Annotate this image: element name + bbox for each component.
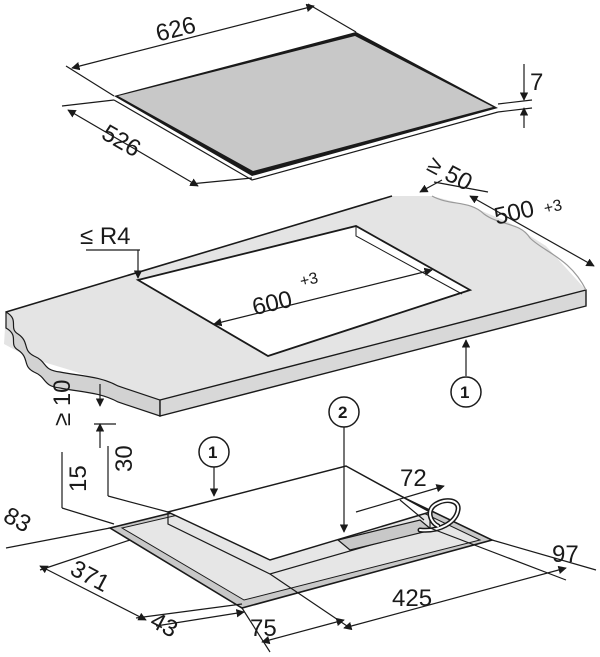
label-626: 626 <box>153 12 198 48</box>
dim-425: 425 <box>343 565 567 631</box>
dim-97: 97 <box>429 527 597 581</box>
label-526: 526 <box>97 119 145 162</box>
label-83: 83 <box>0 502 35 538</box>
callout-2-label: 2 <box>338 403 347 422</box>
label-75: 75 <box>250 615 277 642</box>
label-30: 30 <box>111 445 138 472</box>
dim-front-distance: ≥ 10 <box>49 379 116 448</box>
label-ge10: ≥ 10 <box>49 379 76 426</box>
dim-72: 72 <box>355 465 445 521</box>
dim-83: 83 <box>0 502 131 571</box>
label-500: 500 <box>492 195 537 230</box>
callout-1-underside: 1 <box>198 436 230 497</box>
dim-wall-distance: ≥ 50 <box>419 151 489 197</box>
callout-2-terminal: 2 <box>328 396 360 533</box>
hob-underside <box>107 465 495 609</box>
dim-corner-radius: ≤ R4 <box>80 223 143 279</box>
dim-43: 43 <box>135 603 245 643</box>
dim-hob-height: 7 <box>497 64 543 128</box>
callout-1-worktop: 1 <box>450 339 482 408</box>
dim-75: 75 <box>241 573 351 653</box>
callout-1-top-label: 1 <box>460 383 469 402</box>
callout-1-bottom-label: 1 <box>208 443 217 462</box>
label-425: 425 <box>392 585 432 612</box>
label-72: 72 <box>400 465 427 492</box>
dim-15-30: 15 30 <box>61 445 169 525</box>
label-600-tol: +3 <box>298 270 320 291</box>
label-r4: ≤ R4 <box>80 223 131 250</box>
label-7: 7 <box>530 69 543 96</box>
label-371: 371 <box>66 555 114 598</box>
label-97: 97 <box>552 541 579 568</box>
label-ge50: ≥ 50 <box>423 151 477 197</box>
label-15: 15 <box>65 465 92 492</box>
label-500-tol: +3 <box>542 197 564 218</box>
